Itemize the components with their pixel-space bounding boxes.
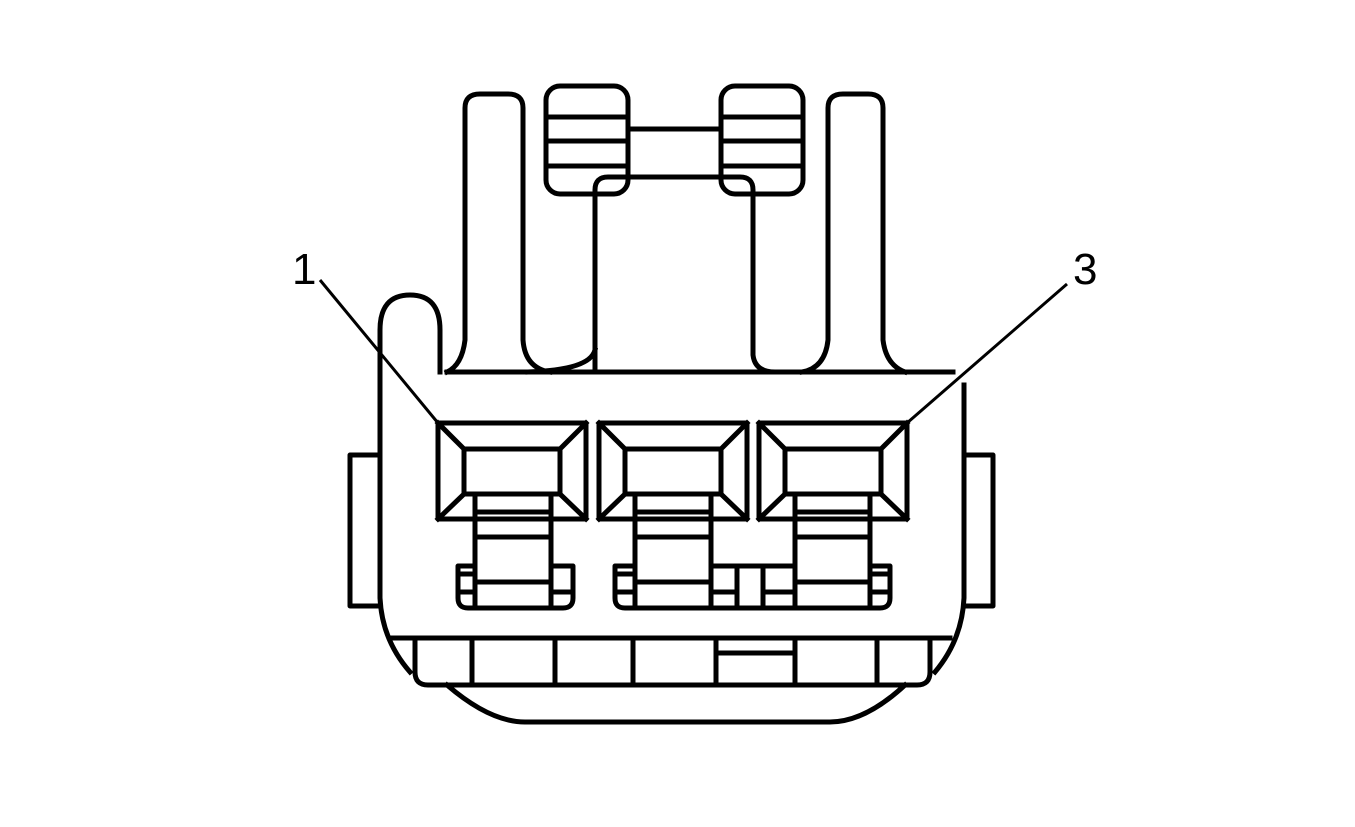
latch-assembly <box>377 83 956 376</box>
callout-1-leader <box>318 279 440 424</box>
cavity-3 <box>755 419 911 611</box>
cavity-2 <box>595 419 893 611</box>
callout-1-label: 1 <box>292 245 317 294</box>
housing-body <box>347 359 996 725</box>
cavity-1 <box>434 419 590 611</box>
callout-3-leader <box>906 282 1068 425</box>
callout-3-label: 3 <box>1073 245 1098 294</box>
